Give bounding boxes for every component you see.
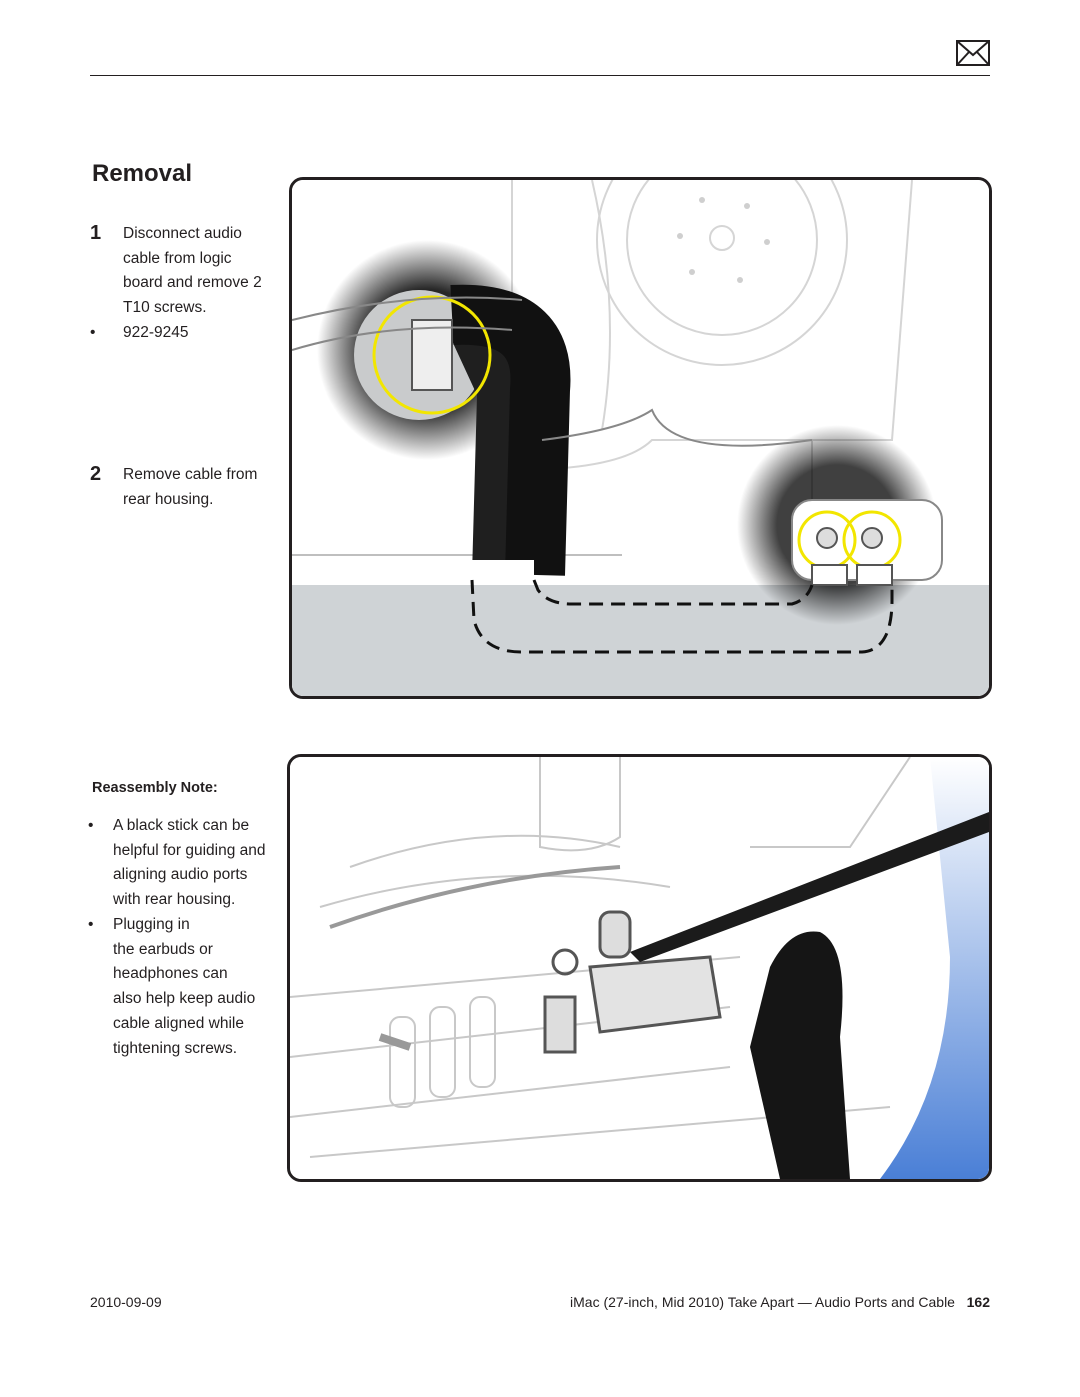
part-number: 922-9245 [123, 324, 189, 341]
step-1-text: Disconnect audio cable from logic board … [123, 222, 262, 321]
footer-date: 2010-09-09 [90, 1294, 162, 1310]
envelope-icon[interactable] [956, 40, 990, 66]
step-2-number: 2 [90, 463, 102, 485]
black-stick-illustration [290, 757, 989, 1179]
note-line: the earbuds or [113, 940, 213, 958]
removal-figure [289, 177, 992, 699]
audio-cable-illustration [292, 180, 989, 696]
reassembly-figure [287, 754, 992, 1182]
step-1-number: 1 [90, 222, 102, 244]
bullet-dot: • [88, 817, 94, 834]
footer-text: iMac (27-inch, Mid 2010) Take Apart — Au… [570, 1294, 990, 1310]
note-line: tightening screws. [113, 1039, 238, 1057]
note-line: aligning audio ports [113, 866, 248, 884]
page-number: 162 [966, 1294, 990, 1310]
reassembly-heading: Reassembly Note: [92, 780, 218, 796]
section-title: Removal [92, 160, 193, 187]
step-1-line: board and remove 2 [123, 274, 262, 292]
note-line: with rear housing. [113, 891, 236, 909]
note-line: also help keep audio [113, 990, 256, 1008]
step-2-line: rear housing. [123, 490, 214, 508]
reassembly-bullet-1: A black stick can be helpful for guiding… [113, 814, 266, 913]
bullet-dot: • [90, 324, 96, 341]
step-2-text: Remove cable from rear housing. [123, 463, 257, 512]
note-line: Plugging in [113, 916, 190, 933]
note-line: helpful for guiding and [113, 841, 266, 859]
step-2-line: Remove cable from [123, 466, 258, 483]
note-line: cable aligned while [113, 1014, 244, 1032]
step-1-line: T10 screws. [123, 299, 207, 317]
header-rule [90, 75, 990, 76]
footer-doc-title: iMac (27-inch, Mid 2010) Take Apart — Au… [570, 1294, 955, 1310]
note-line: headphones can [113, 965, 228, 983]
note-line: A black stick can be [113, 817, 250, 834]
bullet-dot: • [88, 916, 94, 933]
reassembly-bullet-2: Plugging in the earbuds or headphones ca… [113, 913, 255, 1061]
step-1-line: Disconnect audio [123, 225, 242, 242]
step-1-line: cable from logic [123, 249, 232, 267]
